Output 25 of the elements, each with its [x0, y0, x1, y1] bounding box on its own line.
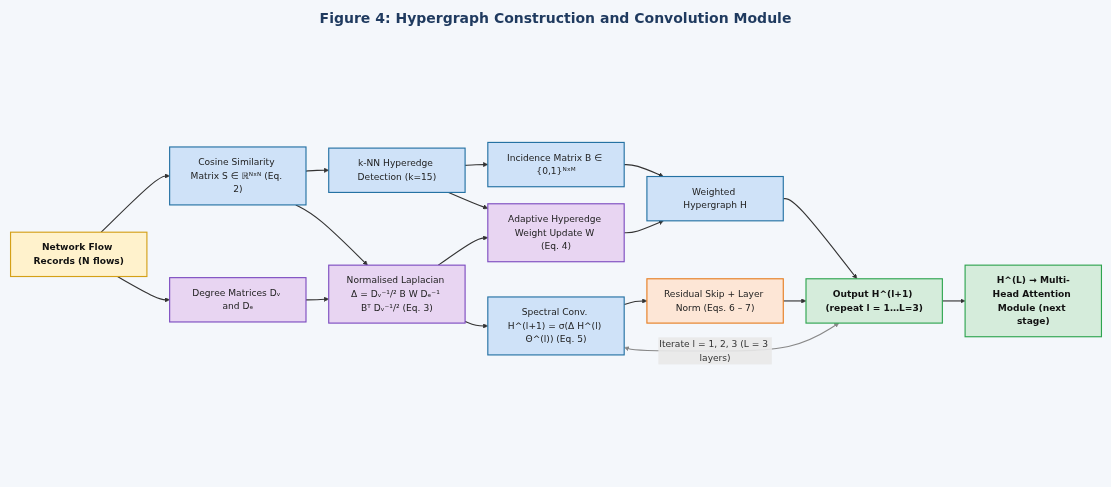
node-box: k-NN Hyperedge Detection (k=15): [327, 147, 466, 193]
arrow: [623, 164, 664, 178]
arrow: [623, 298, 647, 306]
edge-label: Iterate l = 1, 2, 3 (L = 3 layers): [658, 338, 768, 363]
node-box: Degree Matrices Dᵥ and Dₑ: [168, 277, 307, 323]
node-box: Weighted Hypergraph H: [645, 175, 784, 222]
figure-title: Figure 4: Hypergraph Construction and Convolution Module: [318, 10, 793, 28]
node-box: Output H^(l+1) (repeat l = 1…L=3): [804, 278, 943, 324]
arrow: [782, 198, 857, 279]
node-box: Spectral Conv. H^(l+1) = σ(Δ H^(l) Θ^(l)) (Eq. 5): [486, 296, 625, 356]
arrow: [941, 298, 965, 304]
node-box: Network Flow Records (N flows): [9, 231, 147, 278]
arrow: [782, 298, 806, 304]
node-box: Cosine Similarity Matrix S ∈ ℝᴺˣᴺ (Eq. 2): [168, 146, 307, 206]
arrow: [623, 220, 664, 234]
node-box: Adaptive Hyperedge Weight Update W (Eq. 4): [486, 203, 625, 263]
node-box: Incidence Matrix B ∈ {0,1}ᴺˣᴹ: [486, 141, 625, 188]
node-box: Residual Skip + Layer Norm (Eqs. 6 – 7): [645, 278, 784, 324]
arrow: [116, 275, 170, 303]
node-box: Normalised Laplacian Δ = Dᵥ⁻¹/² B W Dₑ⁻¹ Bᵀ Dᵥ⁻¹/² (Eq. 3): [327, 264, 466, 324]
node-box: H^(L) → Multi-Head Attention Module (next stage): [964, 264, 1102, 338]
arrow: [464, 320, 488, 329]
arrow: [100, 173, 170, 233]
arrow: [437, 235, 488, 266]
arrow: [464, 162, 488, 168]
